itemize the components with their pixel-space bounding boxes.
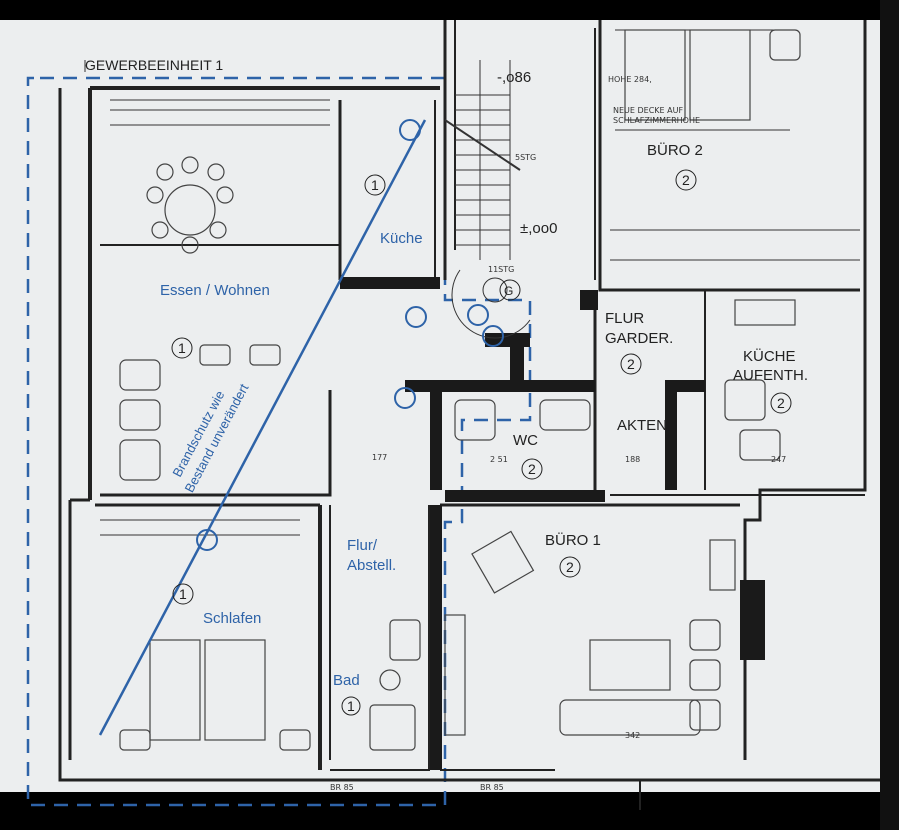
room-label-akten: AKTEN [617,417,667,434]
solid-walls [340,277,765,770]
room-label-kueche-aufenth-1: KÜCHE [743,347,796,365]
dim-188: 188 [625,455,640,464]
unit-number-buero1: 2 [566,559,574,575]
unit-title: GEWERBEEINHEIT 1 [85,57,223,73]
room-label-flur-garder-2: GARDER. [605,330,673,347]
room-label-kueche-aufenth-2: AUFENTH. [733,367,808,384]
stair-level-upper: -,o86 [497,69,531,86]
stair-level-lower: ±,oo0 [520,220,557,237]
stair-bottom-label: 11STG [488,265,514,274]
unit-number-kueche-aufenth: 2 [777,395,785,411]
unit-number-kueche: 1 [371,177,379,193]
unit-number-schlafen: 1 [179,586,187,602]
room-label-buero2: BÜRO 2 [647,141,703,159]
room-label-buero1: BÜRO 1 [545,531,601,549]
bottom-border [0,792,899,830]
furniture [119,29,801,751]
dim-177: 177 [372,453,387,462]
room-label-schlafen: Schlafen [203,610,261,627]
dim-342: 342 [625,731,640,740]
fire-protection-markers [196,119,504,551]
unit-number-bad: 1 [347,698,355,714]
unit-number-flur: 2 [627,356,635,372]
dim-251: 2 51 [490,455,508,464]
right-border [880,0,899,830]
stair-marker: G [504,284,513,298]
paper-background [0,18,899,796]
window-label-a: BR 85 [330,783,354,792]
unit-number-markers: 1 1 1 1 2 2 2 2 2 G [171,169,792,716]
dim-247: 247 [771,455,786,464]
room-label-wc: WC [513,432,538,449]
room-label-bad: Bad [333,672,360,689]
window-label-b: BR 85 [480,783,504,792]
top-border [0,0,899,20]
note-hohe: HOHE 284, [608,75,652,84]
room-label-essen: Essen / Wohnen [160,282,270,299]
stair-top-label: 5STG [515,153,536,162]
room-label-flur-garder-1: FLUR [605,310,644,327]
room-label-flur-1: Flur/ [347,537,378,554]
unit-number-buero2: 2 [682,172,690,188]
note-neue-decke-1: NEUE DECKE AUF [613,106,683,115]
unit-number-essen: 1 [178,340,186,356]
unit-boundary [26,76,532,807]
staircase [444,60,531,339]
note-neue-decke-2: SCHLAFZIMMERHOHE [613,116,700,125]
fire-protection-line [98,119,427,736]
room-label-kueche: Küche [380,230,423,247]
room-label-flur-2: Abstell. [347,557,396,574]
unit-number-wc: 2 [528,461,536,477]
